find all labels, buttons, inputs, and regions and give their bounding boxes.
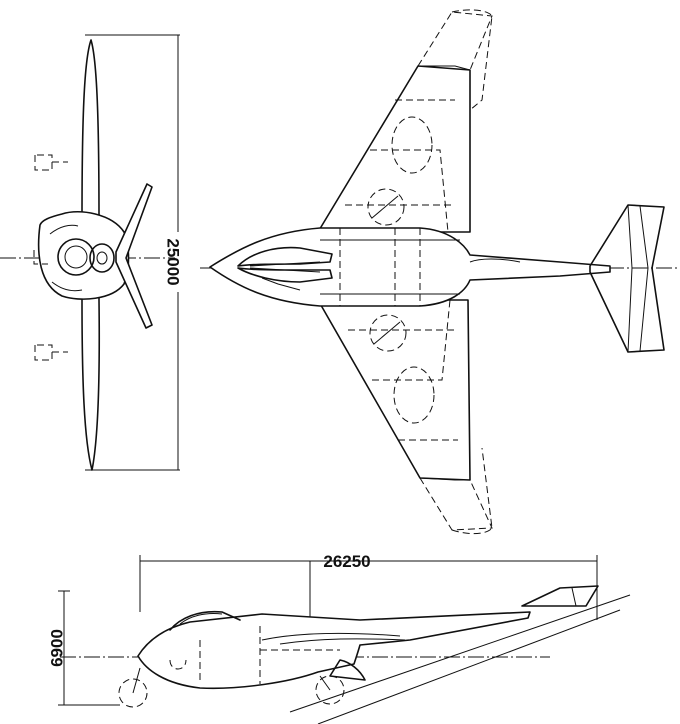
span-dimension-label: 25000: [164, 238, 183, 285]
plan-tailplane: [589, 204, 665, 353]
plan-fuselage: [209, 227, 611, 307]
front-fin: [115, 183, 153, 329]
front-gear: [33, 154, 68, 361]
side-tail-fin: [521, 585, 599, 607]
length-dimension-label: 26250: [323, 552, 370, 571]
height-dimension-label: 6900: [47, 629, 66, 667]
front-view: [0, 34, 180, 471]
front-wing: [81, 39, 101, 471]
side-main-wheel: [315, 675, 345, 705]
side-fuselage: [137, 611, 531, 690]
front-fuselage: [37, 210, 130, 300]
side-view: [58, 555, 631, 724]
plan-view: [200, 9, 680, 535]
side-nose-wheel: [118, 678, 148, 708]
plan-upper-wing: [317, 65, 471, 233]
